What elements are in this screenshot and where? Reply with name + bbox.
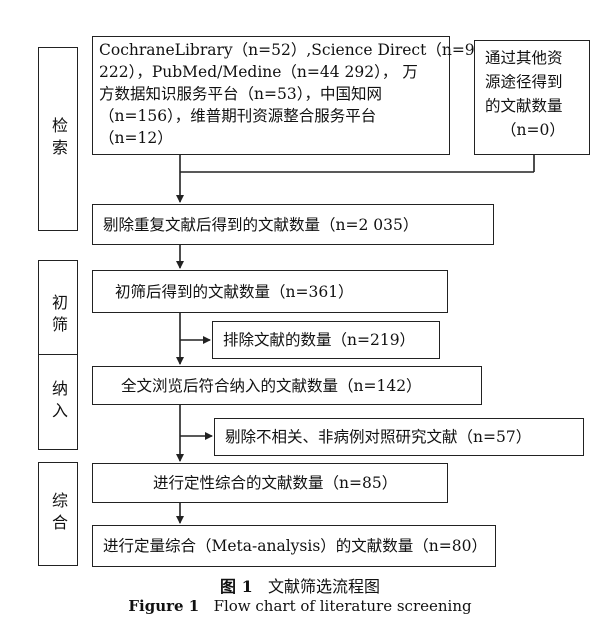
databases-line-4: （n=156），维普期刊资源整合服务平台 <box>99 107 377 125</box>
quantitative-text: 进行定量综合（Meta-analysis）的文献数量（n=80） <box>103 537 487 555</box>
databases-line-1: CochraneLibrary（n=52）,Science Direct（n=9 <box>99 41 475 59</box>
caption-cn: 图 1 文献筛选流程图 <box>0 573 600 597</box>
other-sources-line-2: 源途径得到 <box>485 73 563 91</box>
stage-synthesis-label: 综合 <box>49 492 68 536</box>
stage-inclusion: 纳入 <box>38 354 78 450</box>
databases-line-2: 222），PubMed/Medine（n=44 292）， 万 <box>99 63 418 81</box>
qualitative-box: 进行定性综合的文献数量（n=85） <box>92 463 448 503</box>
databases-line-5: （n=12） <box>99 129 173 147</box>
other-sources-line-3: 的文献数量 <box>485 97 563 115</box>
stage-search: 检索 <box>38 47 78 231</box>
after-dedup-text: 剔除重复文献后得到的文献数量（n=2 035） <box>103 215 419 234</box>
other-sources-line-4: （n=0） <box>501 121 565 139</box>
stage-search-label: 检索 <box>49 117 68 161</box>
qualitative-text: 进行定性综合的文献数量（n=85） <box>153 474 398 492</box>
stage-synthesis: 综合 <box>38 462 78 566</box>
after-screen-text: 初筛后得到的文献数量（n=361） <box>115 282 354 301</box>
caption-cn-text: 文献筛选流程图 <box>267 577 380 596</box>
excluded-2-text: 剔除不相关、非病例对照研究文献（n=57） <box>225 428 532 446</box>
full-text-box: 全文浏览后符合纳入的文献数量（n=142） <box>92 366 482 405</box>
excluded-1-box: 排除文献的数量（n=219） <box>212 321 440 359</box>
full-text-text: 全文浏览后符合纳入的文献数量（n=142） <box>121 376 422 395</box>
after-dedup-box: 剔除重复文献后得到的文献数量（n=2 035） <box>92 204 494 245</box>
stage-inclusion-label: 纳入 <box>49 380 68 424</box>
caption-en: Figure 1 Flow chart of literature screen… <box>0 597 600 615</box>
caption-en-text: Flow chart of literature screening <box>213 597 472 615</box>
stage-screening-label: 初筛 <box>49 294 68 338</box>
databases-line-3: 方数据知识服务平台（n=53），中国知网 <box>99 85 382 103</box>
other-sources-line-1: 通过其他资 <box>485 49 563 67</box>
other-sources-box: 通过其他资 源途径得到 的文献数量 （n=0） <box>474 40 590 155</box>
caption-cn-label: 图 1 <box>220 577 253 596</box>
excluded-1-text: 排除文献的数量（n=219） <box>223 331 416 349</box>
quantitative-box: 进行定量综合（Meta-analysis）的文献数量（n=80） <box>92 525 496 567</box>
after-screen-box: 初筛后得到的文献数量（n=361） <box>92 270 448 313</box>
caption-en-label: Figure 1 <box>128 597 200 615</box>
excluded-2-box: 剔除不相关、非病例对照研究文献（n=57） <box>214 418 584 456</box>
databases-box: CochraneLibrary（n=52）,Science Direct（n=9… <box>92 36 475 155</box>
